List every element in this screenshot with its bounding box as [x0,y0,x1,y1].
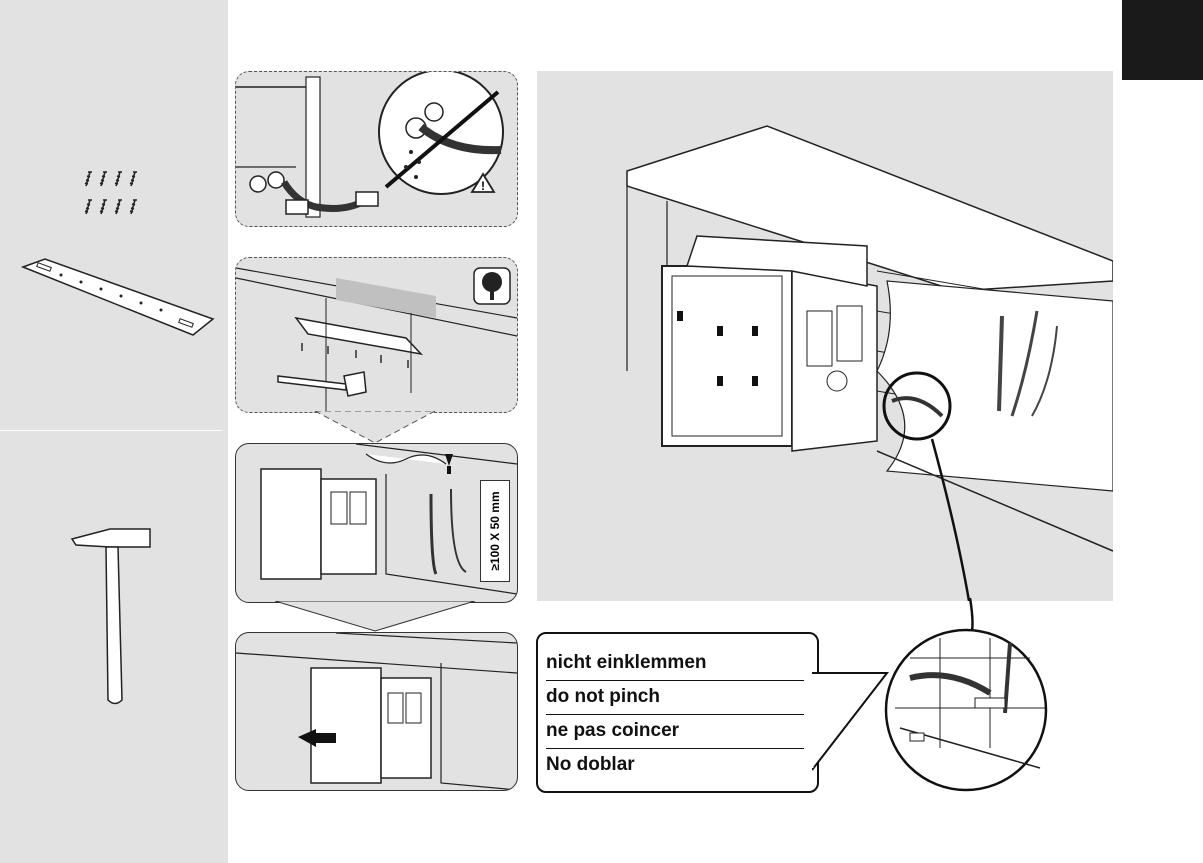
dimension-label: ≥100 X 50 mm [480,480,510,582]
panel-push-in [235,632,518,791]
callout-text-es: No doblar [546,748,804,782]
step-connector-2 [235,601,516,633]
callout-text-fr: ne pas coincer [546,714,804,749]
callout-text-de: nicht einklemmen [546,646,804,681]
corner-tab [1122,0,1203,80]
sidebar-divider [0,430,222,431]
panel-hose-connection: ! [235,71,518,227]
callout-box: nicht einklemmen do not pinch ne pas coi… [536,632,819,793]
panel-mounting-plate [235,257,518,413]
screws-icon [78,170,148,225]
svg-text:!: ! [481,179,485,193]
step-connector-1 [235,411,516,445]
parts-sidebar [0,0,228,863]
zoom-detail-circle [880,598,1053,798]
main-illustration [537,71,1113,601]
hammer-icon [70,525,154,710]
callout-pointer [812,665,890,775]
mounting-plate-icon [15,255,215,345]
panel-insert-dishwasher [235,443,518,603]
callout-text-en: do not pinch [546,680,804,715]
